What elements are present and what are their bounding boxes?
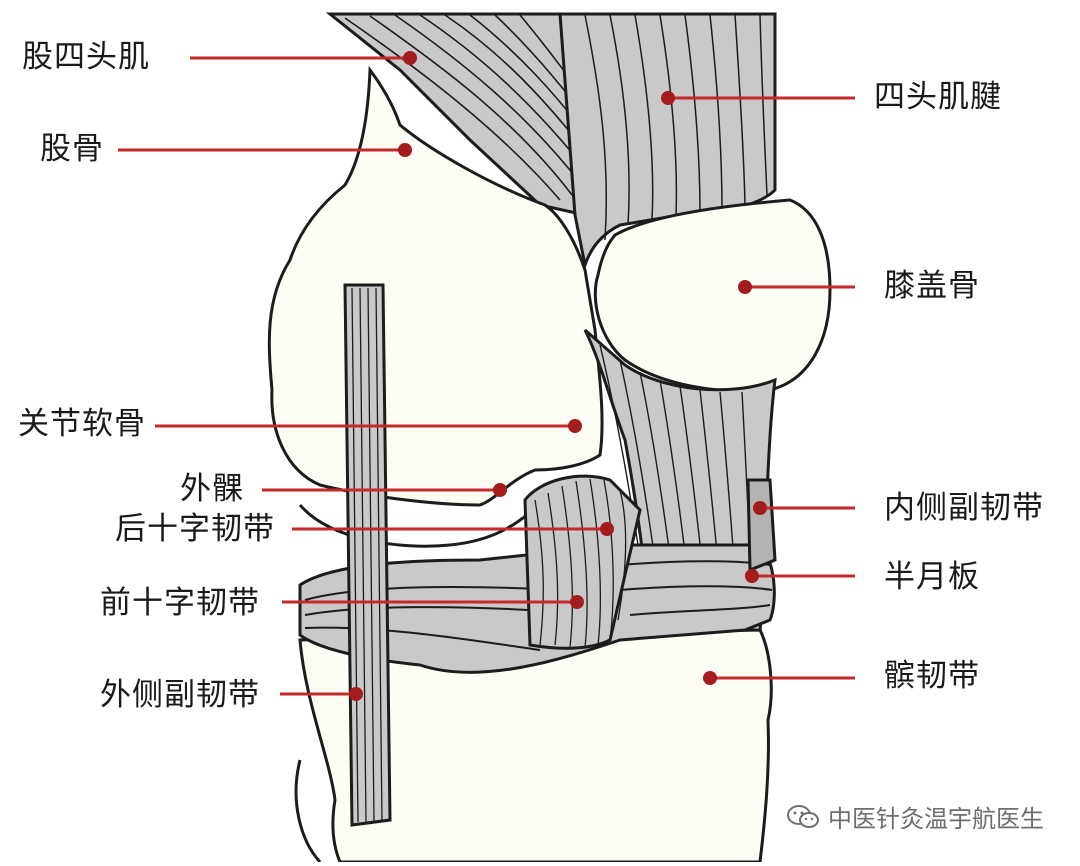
label-lateral-condyle: 外髁 [180, 471, 244, 507]
label-quadriceps: 股四头肌 [22, 39, 150, 75]
leader-dot-mcl [753, 501, 767, 515]
label-quad-tendon: 四头肌腱 [874, 79, 1002, 115]
leader-dot-quad-tendon [661, 91, 675, 105]
quad-tendon-fibers [584, 14, 768, 241]
label-leaders [118, 51, 855, 701]
label-mcl: 内侧副韧带 [884, 490, 1044, 526]
label-femur: 股骨 [40, 131, 104, 167]
label-cartilage: 关节软骨 [18, 406, 146, 442]
lcl-fibers [351, 287, 383, 823]
lcl-ligament [343, 283, 392, 827]
leader-dot-lcl [349, 687, 363, 701]
leader-dot-patella [738, 280, 752, 294]
leader-dot-cartilage [568, 419, 582, 433]
label-lcl: 外侧副韧带 [100, 677, 260, 713]
label-acl: 前十字韧带 [100, 585, 260, 621]
mcl-ligament [746, 478, 777, 573]
label-patella: 膝盖骨 [884, 268, 980, 304]
acl-ligament [523, 474, 642, 650]
leader-dot-patellar-ligament [703, 671, 717, 685]
label-patellar-ligament: 髌韧带 [884, 658, 980, 694]
meniscus-lines [304, 560, 773, 651]
patella-bone [593, 198, 832, 393]
label-meniscus: 半月板 [884, 559, 980, 595]
fibula-head [294, 759, 322, 864]
leader-dot-femur [398, 143, 412, 157]
watermark: 中医针灸温宇航医生 [786, 799, 1044, 834]
leader-dot-quadriceps [403, 51, 417, 65]
femur-lower-contour [298, 503, 541, 548]
acl-fibers [534, 478, 627, 648]
leader-dot-pcl [600, 522, 614, 536]
label-pcl: 后十字韧带 [115, 511, 275, 547]
leader-dot-lateral-condyle [493, 483, 507, 497]
leader-dot-acl [570, 595, 584, 609]
leader-dot-meniscus [745, 569, 759, 583]
wechat-icon [787, 804, 819, 828]
watermark-text: 中医针灸温宇航医生 [828, 805, 1044, 833]
